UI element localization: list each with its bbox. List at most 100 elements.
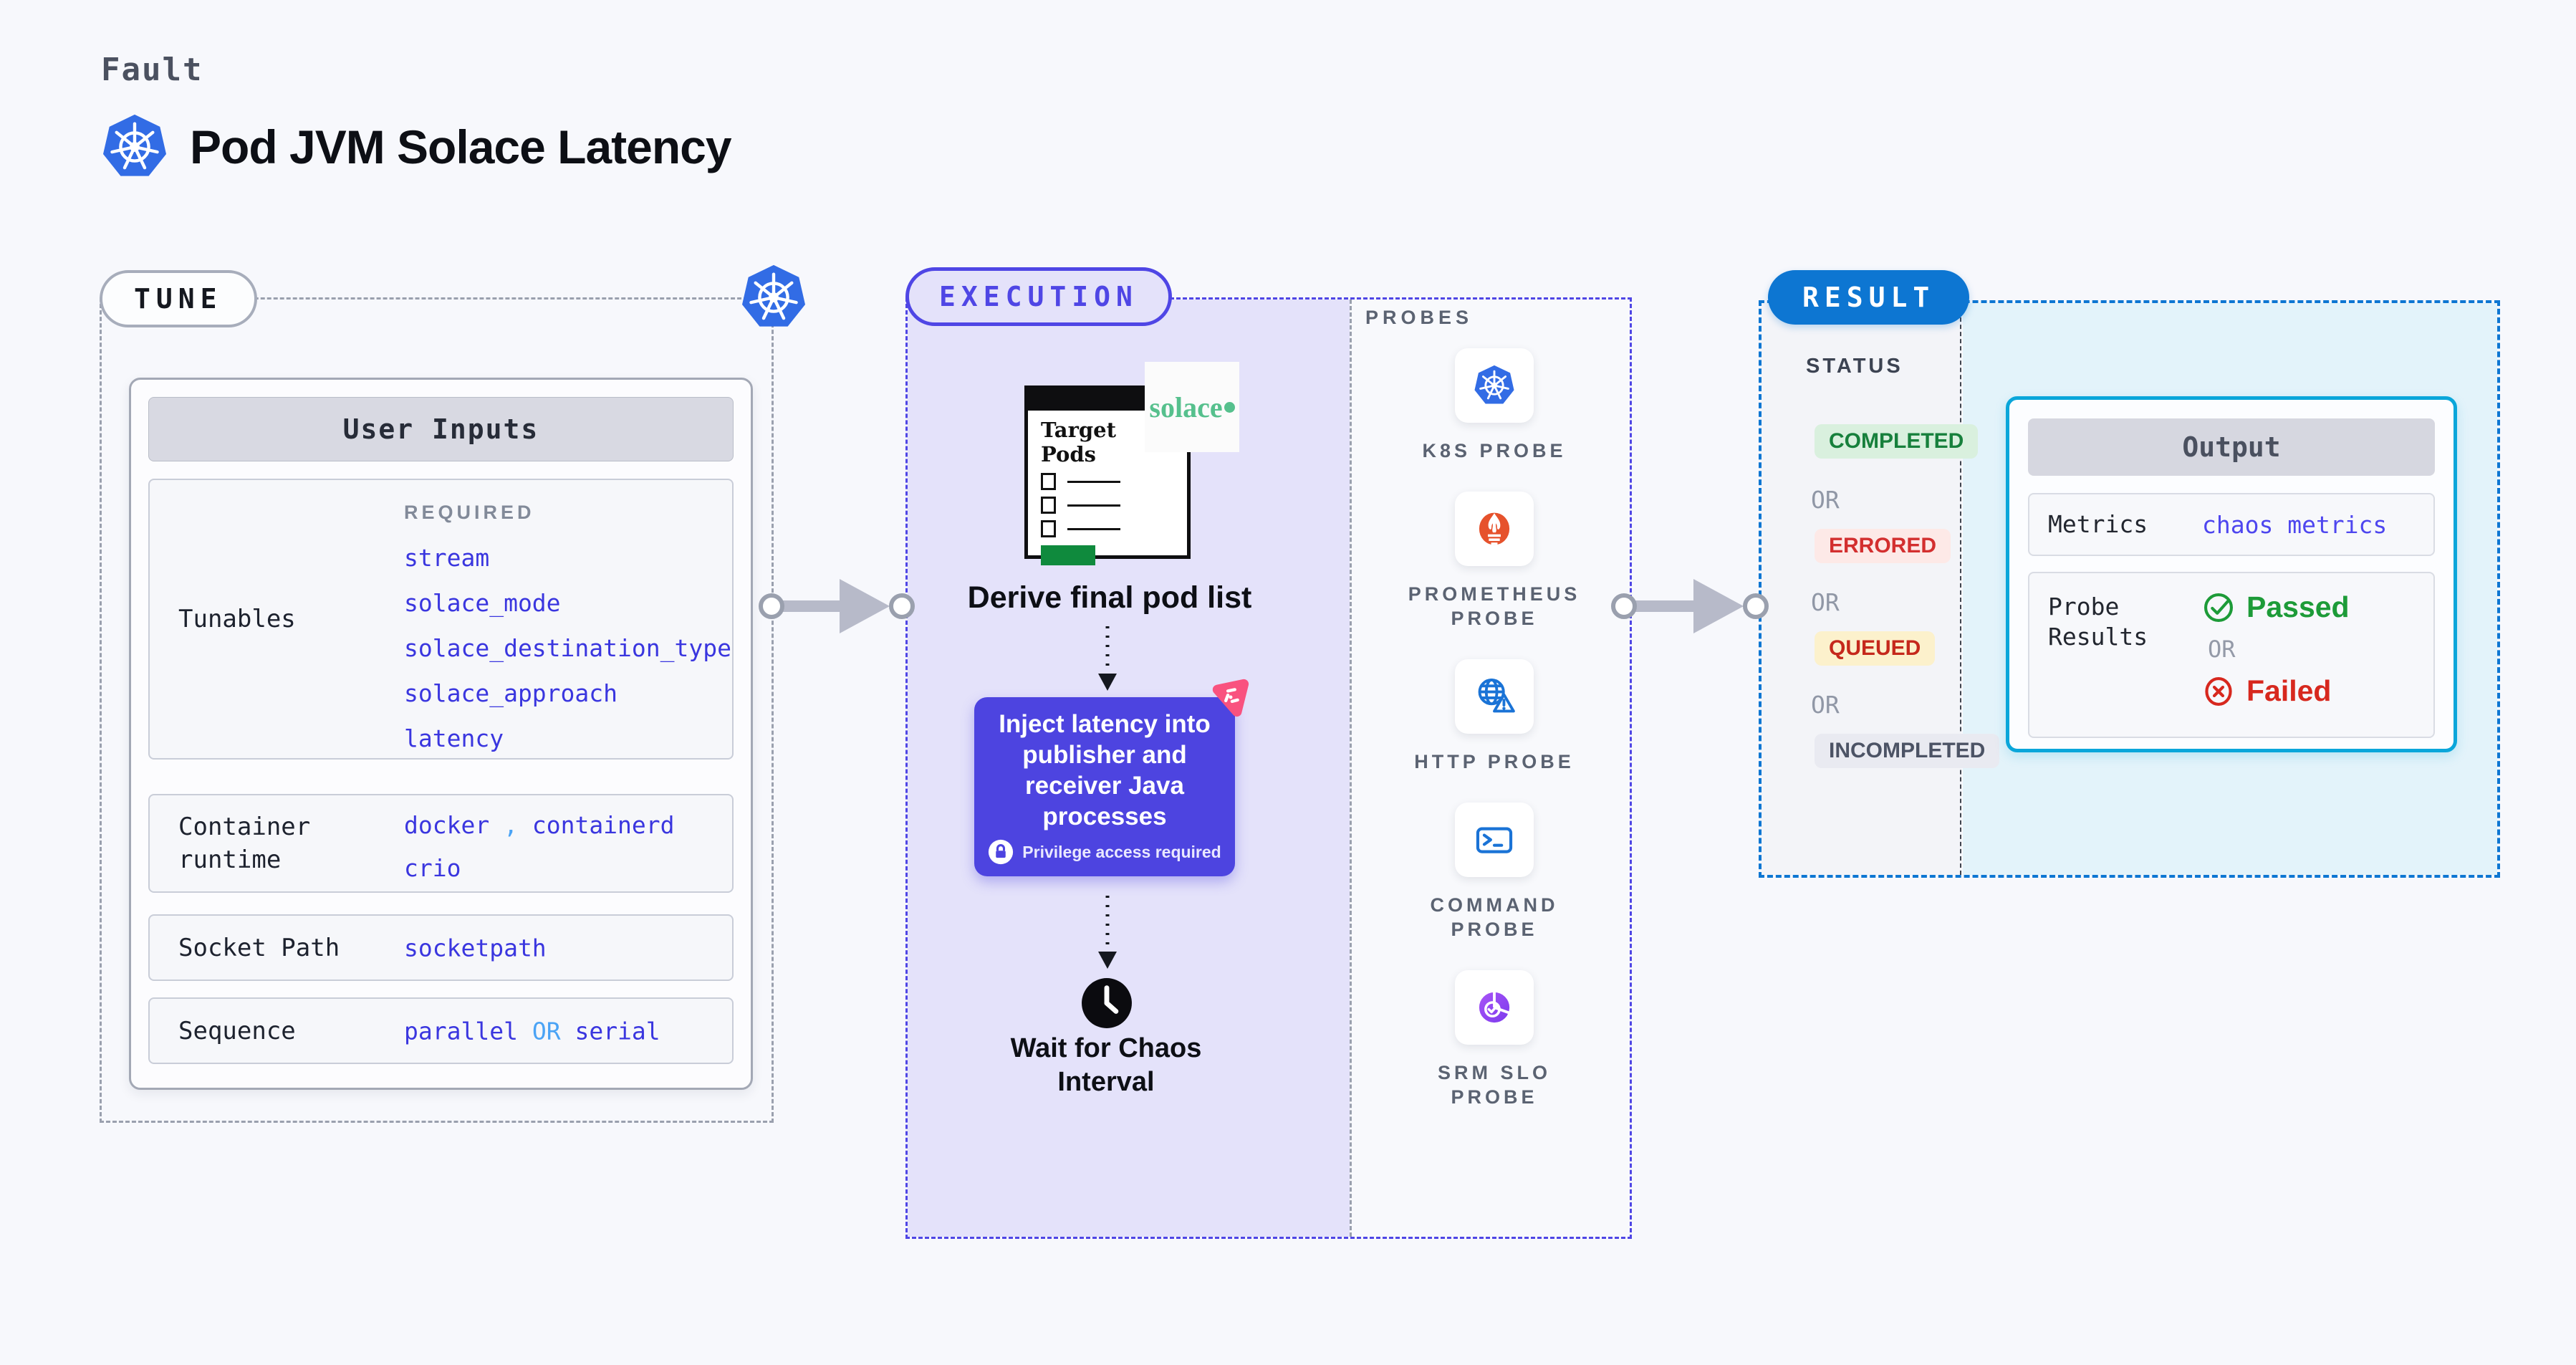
privilege-note-row: Privilege access required (988, 839, 1221, 865)
status-badge-completed: COMPLETED (1815, 424, 1979, 459)
tunable-value: stream (404, 544, 490, 572)
or-separator: OR (1811, 691, 1840, 719)
or-separator: OR (1811, 486, 1840, 514)
kubernetes-icon (739, 262, 809, 332)
probe-label: HTTP PROBE (1414, 751, 1575, 772)
tunables-values: REQUIRED stream solace_mode solace_desti… (404, 502, 731, 761)
prometheus-icon (1479, 512, 1510, 545)
row-label: Socket Path (178, 933, 340, 962)
or-separator: OR (1811, 588, 1840, 616)
runtime-value: containerd (532, 811, 675, 839)
probe-label: PROMETHEUS PROBE (1408, 583, 1581, 629)
solace-dot (1224, 401, 1235, 413)
comma-separator: , (504, 811, 518, 839)
probe-results-row: Probe Results Passed OR Faile (2028, 572, 2435, 738)
pod-list-item (1041, 473, 1187, 490)
globe-warning-icon (1478, 679, 1515, 713)
probe-item-prometheus: PROMETHEUS PROBE (1394, 492, 1595, 631)
list-line (1067, 527, 1120, 530)
tunable-value: solace_destination_type (404, 634, 731, 662)
probes-list: K8S PROBE PROMETHEUS PROBE (1354, 348, 1635, 1109)
probes-panel (1350, 300, 1630, 1237)
row-label: Sequence (178, 1016, 296, 1045)
output-title: Output (2028, 418, 2435, 476)
probe-item-k8s: K8S PROBE (1422, 348, 1566, 463)
probe-card (1455, 970, 1534, 1045)
runtime-values-line1: docker , containerd (404, 811, 675, 839)
inject-step-text: Inject latency into publisher and receiv… (999, 710, 1211, 830)
inject-latency-step: Inject latency into publisher and receiv… (974, 697, 1235, 876)
lock-icon (989, 839, 1014, 865)
probe-label: SRM SLO PROBE (1437, 1062, 1551, 1108)
status-title: STATUS (1806, 355, 1903, 378)
table-row-container-runtime: Container runtime docker , containerd cr… (148, 794, 734, 893)
metrics-value-link: chaos metrics (2202, 510, 2388, 539)
sequence-option: parallel (404, 1017, 518, 1045)
probe-card (1454, 348, 1534, 423)
fault-eyebrow-label: Fault (101, 52, 203, 88)
status-badge-incompleted: INCOMPLETED (1815, 734, 2000, 768)
chaos-experiment-icon (1209, 676, 1251, 719)
probe-results-label: Probe Results (2048, 593, 2148, 651)
probe-results-values: Passed OR Failed (2202, 573, 2350, 737)
checkbox-icon (1041, 520, 1056, 537)
probe-item-command: COMMAND PROBE (1394, 803, 1595, 942)
passed-line: Passed (2202, 590, 2350, 624)
table-row-tunables: Tunables REQUIRED stream solace_mode sol… (148, 479, 734, 760)
check-circle-icon (2203, 593, 2234, 622)
sequence-value: parallel OR serial (404, 1017, 660, 1045)
probe-card (1455, 659, 1534, 734)
solace-wordmark: solace (1149, 391, 1223, 423)
probe-item-srm-slo: SRM SLO PROBE (1394, 970, 1595, 1109)
kubernetes-icon (100, 112, 170, 182)
user-inputs-title: User Inputs (148, 397, 734, 461)
probes-title: PROBES (1365, 307, 1474, 328)
solace-logo: solace (1145, 362, 1239, 452)
probe-card (1455, 492, 1534, 566)
user-inputs-table: User Inputs Tunables REQUIRED stream sol… (129, 378, 753, 1090)
metrics-row: Metrics chaos metrics (2028, 493, 2435, 556)
row-label: Container runtime (178, 813, 311, 874)
runtime-value: docker (404, 811, 490, 839)
checkbox-icon (1041, 497, 1056, 514)
tunable-value: solace_approach (404, 679, 618, 707)
or-separator: OR (2208, 636, 2236, 663)
checkbox-icon (1041, 473, 1056, 490)
tunable-value: solace_mode (404, 589, 561, 617)
failed-line: Failed (2202, 674, 2350, 708)
pod-list-item (1041, 520, 1187, 537)
sequence-option: serial (575, 1017, 660, 1045)
table-row-socket-path: Socket Path socketpath (148, 914, 734, 981)
clock-icon (1080, 976, 1134, 1030)
page-title: Pod JVM Solace Latency (190, 120, 732, 173)
probe-label: COMMAND PROBE (1430, 894, 1559, 940)
or-word: OR (532, 1017, 561, 1045)
output-card: Output Metrics chaos metrics Probe Resul… (2006, 396, 2457, 752)
failed-text: Failed (2246, 674, 2332, 707)
list-line (1067, 504, 1120, 507)
tune-section-box (100, 297, 774, 1123)
status-badge-errored: ERRORED (1815, 529, 1951, 563)
socket-path-value: socketpath (404, 934, 547, 962)
required-label: REQUIRED (404, 502, 535, 523)
target-pods-title: Target Pods (1041, 418, 1116, 466)
row-label: Tunables (178, 605, 296, 633)
probe-item-http: HTTP PROBE (1414, 659, 1575, 774)
status-badge-queued: QUEUED (1815, 631, 1936, 666)
pod-list-item (1041, 497, 1187, 514)
metrics-label: Metrics (2048, 510, 2148, 538)
passed-text: Passed (2246, 590, 2350, 623)
table-row-sequence: Sequence parallel OR serial (148, 997, 734, 1064)
step-wait-chaos-interval: Wait for Chaos Interval (1010, 1033, 1202, 1097)
green-button (1041, 545, 1095, 565)
result-badge: RESULT (1768, 270, 1970, 325)
probe-label: K8S PROBE (1422, 440, 1567, 461)
page-title-row: Pod JVM Solace Latency (100, 112, 732, 182)
execution-badge: EXECUTION (905, 267, 1172, 326)
kubernetes-icon (1474, 365, 1514, 404)
status-column (1762, 303, 1961, 875)
x-circle-icon (2205, 676, 2232, 706)
list-line (1067, 480, 1120, 483)
probe-card (1455, 803, 1534, 877)
